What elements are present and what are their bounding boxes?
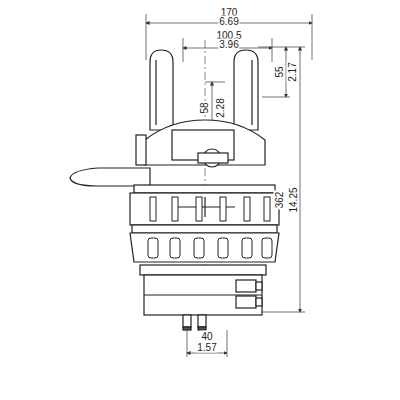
dimension-label: 2.28 xyxy=(215,97,226,118)
dimension-label: 55 xyxy=(274,65,285,78)
dimension-label: 14.25 xyxy=(288,186,299,213)
dimension-label: 6.69 xyxy=(218,16,239,27)
dimension-label: 2.17 xyxy=(287,61,298,82)
dimension-label: 3.96 xyxy=(218,39,239,50)
dimension-label: 362 xyxy=(274,191,285,210)
dimension-label: 58 xyxy=(199,101,210,114)
dimension-label: 1.57 xyxy=(196,342,217,353)
dimension-label: 40 xyxy=(200,331,213,342)
